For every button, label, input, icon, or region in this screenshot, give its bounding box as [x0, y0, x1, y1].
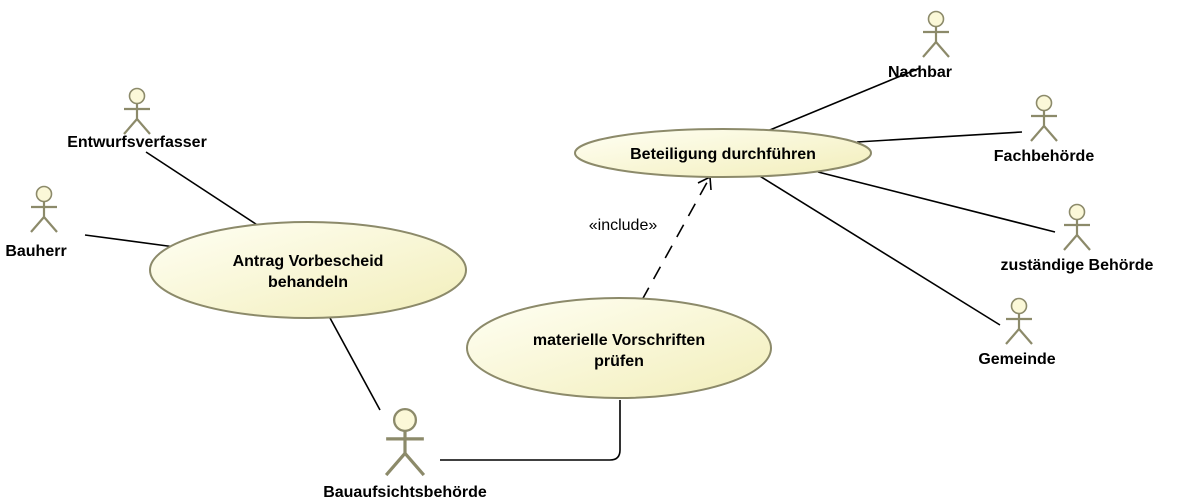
actor-fachbehoerde-label: Fachbehörde	[994, 148, 1095, 165]
include-label: «include»	[589, 217, 658, 234]
usecase-antrag-line1: Antrag Vorbescheid	[233, 253, 384, 270]
association-bauaufsichtsbehoerde-vorschriften	[440, 400, 621, 461]
usecase-vorschriften-line2: prüfen	[594, 353, 644, 370]
usecase-vorschriften-line1: materielle Vorschriften	[533, 332, 705, 349]
association-antrag-bauaufsichtsbehoerde	[329, 317, 381, 411]
actor-zustaendige-behoerde-icon	[1068, 203, 1086, 221]
usecase-beteiligung-ellipse	[574, 128, 872, 178]
actor-zustaendige-behoerde-label: zuständige Behörde	[1001, 257, 1154, 274]
actor-bauherr-icon	[35, 185, 53, 203]
actor-bauaufsichtsbehoerde[interactable]	[384, 407, 426, 477]
actor-bauaufsichtsbehoerde-label: Bauaufsichtsbehörde	[323, 484, 487, 501]
usecase-vorschriften-ellipse	[466, 297, 772, 399]
actor-entwurfsverfasser-label: Entwurfsverfasser	[67, 134, 207, 151]
association-beteiligung-zustaendige-behoerde	[817, 171, 1056, 233]
actor-nachbar-label: Nachbar	[888, 64, 952, 81]
usecase-materielle-vorschriften[interactable]: materielle Vorschriften prüfen	[466, 297, 772, 399]
actor-gemeinde-icon	[1010, 297, 1028, 315]
actor-entwurfsverfasser-icon	[128, 87, 146, 105]
association-bauherr-antrag	[84, 234, 176, 248]
usecase-beteiligung[interactable]: Beteiligung durchführen	[574, 128, 872, 178]
actor-nachbar[interactable]	[922, 10, 950, 58]
usecase-antrag-line2: behandeln	[268, 274, 348, 291]
association-beteiligung-fachbehoerde	[856, 131, 1023, 143]
actor-nachbar-icon	[927, 10, 945, 28]
actor-bauherr[interactable]	[30, 185, 58, 233]
actor-gemeinde-label: Gemeinde	[978, 351, 1055, 368]
actor-fachbehoerde[interactable]	[1030, 94, 1058, 142]
usecase-antrag-vorbescheid[interactable]: Antrag Vorbescheid behandeln	[149, 221, 467, 319]
actor-bauaufsichtsbehoerde-icon	[392, 407, 418, 433]
association-entwurfsverfasser-antrag	[145, 151, 266, 231]
actor-zustaendige-behoerde[interactable]	[1063, 203, 1091, 251]
usecase-antrag-ellipse	[149, 221, 467, 319]
actor-entwurfsverfasser[interactable]	[123, 87, 151, 135]
usecase-beteiligung-label: Beteiligung durchführen	[630, 146, 816, 163]
association-beteiligung-gemeinde	[757, 174, 1001, 326]
actor-gemeinde[interactable]	[1005, 297, 1033, 345]
include-dependency	[641, 176, 711, 301]
actor-bauherr-label: Bauherr	[5, 243, 66, 260]
actor-fachbehoerde-icon	[1035, 94, 1053, 112]
association-beteiligung-nachbar	[764, 67, 921, 133]
